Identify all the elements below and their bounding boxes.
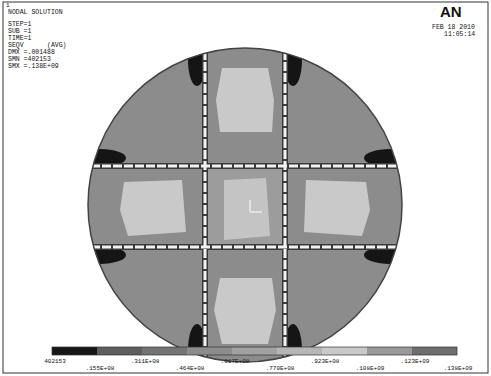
- result-item: SEQV (AVG): [8, 43, 67, 50]
- stress-zone: [224, 178, 270, 240]
- disk-region: [88, 48, 402, 362]
- stress-zone: [120, 180, 186, 236]
- legend-value: .311E+08: [131, 359, 160, 365]
- legend-value: .138E+09: [444, 366, 473, 372]
- legend-value: .617E+08: [221, 359, 250, 365]
- legend-value: .123E+09: [401, 359, 430, 365]
- date-stamp: FEB 18 2010: [432, 25, 475, 32]
- result-value: SMN =402153: [8, 57, 51, 64]
- axis-triad: [250, 200, 262, 212]
- step-info: SUB =1: [8, 29, 31, 36]
- stress-peak: [74, 34, 416, 376]
- plot-frame: [3, 2, 488, 373]
- legend-value: 402153: [44, 359, 66, 365]
- legend-value: .155E+08: [86, 366, 115, 372]
- legend-value: .770E+08: [266, 366, 295, 372]
- beam-element: [80, 40, 410, 370]
- result-type: NODAL SOLUTION: [8, 10, 63, 17]
- stress-zone: [304, 180, 370, 236]
- time-stamp: 11:05:14: [444, 32, 475, 39]
- legend-value: .464E+08: [176, 366, 205, 372]
- result-value: DMX =.001488: [8, 50, 55, 57]
- step-info: STEP=1: [8, 22, 31, 29]
- color-bar: [52, 347, 457, 355]
- stress-zone: [214, 278, 276, 344]
- disk-outline: [88, 48, 402, 362]
- view-number: 1: [6, 3, 10, 9]
- legend-value: .923E+08: [311, 359, 340, 365]
- center-block: [205, 166, 285, 247]
- logo-text: AN: [440, 4, 462, 19]
- step-info: TIME=1: [8, 36, 31, 43]
- result-value: SMX =.138E+09: [8, 64, 59, 71]
- stress-zone: [216, 68, 274, 132]
- legend-value: .108E+09: [356, 366, 385, 372]
